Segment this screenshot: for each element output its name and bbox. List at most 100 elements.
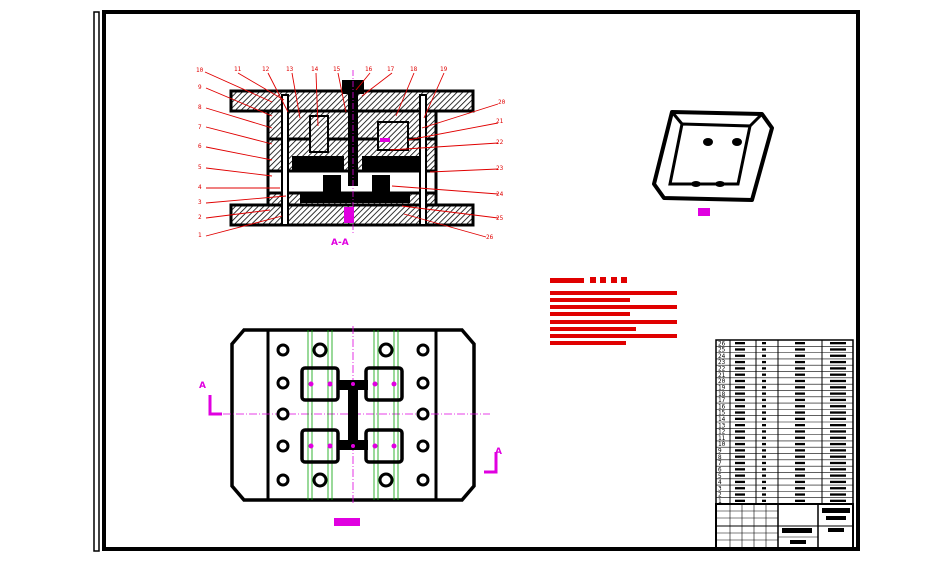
table-cell-mark [735,411,745,414]
table-cell-mark [795,442,805,446]
table-cell-mark [735,449,745,452]
table-cell-mark [830,468,846,471]
table-cell-mark [795,455,805,458]
table-cell-mark [735,474,745,477]
table-cell-mark [735,360,745,364]
table-row-number: 25 [718,347,726,354]
table-cell-mark [735,461,745,465]
table-row-number: 19 [718,384,726,391]
table-cell-mark [830,436,846,439]
table-row-number: 23 [718,359,726,366]
table-cell-mark [735,424,745,427]
table-cell-mark [795,411,805,414]
table-row-number: 6 [718,466,722,473]
table-cell-mark [795,436,805,439]
table-cell-mark [830,424,846,427]
table-row-number: 26 [718,340,726,347]
table-row-number: 24 [718,353,726,360]
part-number: 26 [486,234,494,241]
table-cell-mark [795,405,805,408]
table-cell-mark [735,367,745,370]
table-cell-mark [830,474,846,477]
part-number: 2 [198,214,202,221]
table-cell-mark [735,398,745,402]
part-number: 19 [440,66,448,73]
table-cell-mark [762,392,766,395]
part-number: 17 [387,66,395,73]
table-cell-mark [762,342,766,345]
part-number: 11 [234,66,242,73]
table-cell-mark [762,468,766,471]
part-number: 1 [198,232,202,239]
table-row-number: 1 [718,498,722,505]
table-cell-mark [762,461,766,465]
table-cell-mark [762,455,766,458]
table-cell-mark [795,348,805,351]
part-number: 18 [410,66,418,73]
table-cell-mark [735,480,745,484]
table-cell-mark [762,493,766,496]
table-cell-mark [830,430,846,433]
table-cell-mark [830,348,846,351]
table-row-number: 10 [718,441,726,448]
part-number: 25 [496,215,504,222]
table-row-number: 5 [718,473,722,480]
table-cell-mark [762,487,766,490]
table-row-number: 16 [718,403,726,410]
table-cell-mark [795,398,805,402]
table-cell-mark [762,398,766,402]
table-cell-mark [762,379,766,383]
section-marker-left: A [199,381,206,391]
table-cell-mark [762,348,766,351]
section-view-label: A-A [331,238,349,248]
table-cell-mark [762,480,766,484]
table-cell-mark [762,411,766,414]
table-cell-mark [795,373,805,376]
part-labels-left: 10 9 8 7 6 5 4 3 2 1 [196,67,204,239]
table-cell-mark [830,367,846,370]
table-cell-mark [735,348,745,351]
table-cell-mark [830,493,846,496]
table-cell-mark [830,417,846,420]
part-number: 4 [198,184,202,191]
table-cell-mark [735,386,745,389]
table-cell-mark [795,360,805,364]
table-cell-mark [830,360,846,364]
table-cell-mark [762,442,766,446]
table-cell-mark [795,424,805,427]
table-cell-mark [795,342,805,345]
part-number: 8 [198,104,202,111]
table-cell-mark [830,342,846,345]
table-cell-mark [795,474,805,477]
part-number: 5 [198,164,202,171]
table-cell-mark [795,392,805,395]
part-number: 22 [496,139,504,146]
table-cell-mark [735,342,745,345]
table-cell-mark [795,386,805,389]
table-cell-mark [830,461,846,465]
table-cell-mark [735,455,745,458]
table-cell-mark [735,379,745,383]
section-view [229,70,475,235]
table-cell-mark [830,398,846,402]
part-labels-top: 11 12 13 14 15 16 17 18 19 [234,66,448,73]
table-row-number: 15 [718,410,726,417]
table-cell-mark [795,461,805,465]
table-cell-mark [830,449,846,452]
part-number: 14 [311,66,319,73]
drawing-frame [93,10,860,552]
table-cell-mark [795,480,805,484]
table-cell-mark [735,392,745,395]
table-row-number: 3 [718,485,722,492]
table-cell-mark [830,379,846,383]
part-number: 9 [198,84,202,91]
parts-list-table: 2625242322212019181716151413121110987654… [715,339,854,505]
table-cell-mark [762,449,766,452]
table-cell-mark [762,474,766,477]
table-cell-mark [762,430,766,433]
table-cell-mark [795,367,805,370]
table-cell-mark [795,499,805,502]
table-cell-mark [735,373,745,376]
table-row-number: 17 [718,397,726,404]
